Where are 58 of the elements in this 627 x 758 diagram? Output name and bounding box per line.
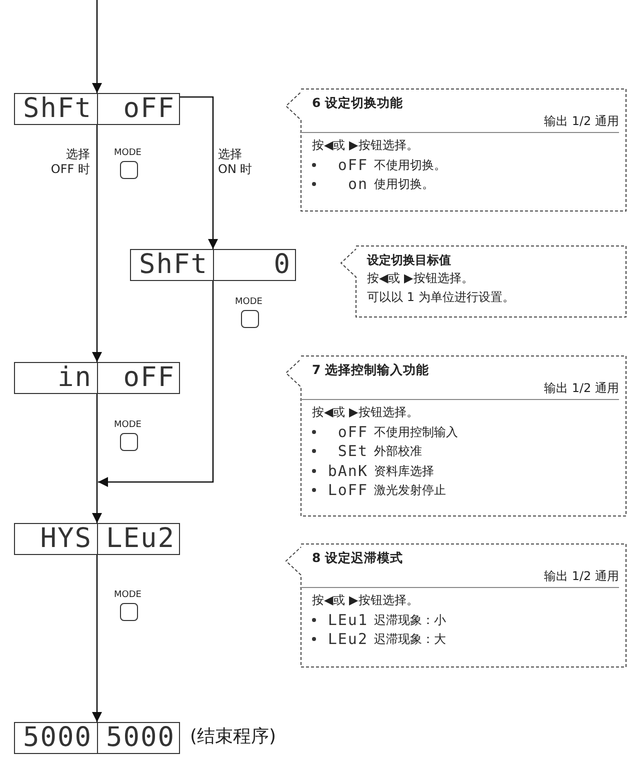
button-label: MODE — [235, 297, 262, 307]
output-note: 输出 1/2 通用 — [544, 568, 619, 585]
lcd-display — [130, 249, 296, 281]
option-text: 外部校准 — [374, 443, 422, 460]
display-text: 5000 — [106, 723, 175, 753]
callout-title: 7 选择控制输入功能 — [312, 361, 430, 379]
display-text: LEu2 — [106, 524, 175, 554]
option-text: 迟滞现象：小 — [374, 612, 446, 629]
arrow — [92, 482, 102, 523]
button-label: MODE — [114, 420, 142, 430]
display-text: on — [348, 175, 368, 194]
display-text: SEt — [338, 442, 368, 460]
callout-box — [285, 88, 627, 212]
display-text: LEu2 — [328, 630, 368, 648]
option-text: 资料库选择 — [374, 462, 434, 480]
display-text: oFF — [123, 94, 175, 124]
instruction-text: 按◀或 ▶按钮选择。 — [367, 270, 474, 287]
callout-title: 8 设定迟滞模式 — [312, 549, 404, 567]
display-text: bAnK — [328, 462, 368, 480]
instruction-text: 按◀或 ▶按钮选择。 — [312, 592, 418, 609]
display-text: oFF — [338, 422, 368, 441]
lcd-display — [14, 523, 180, 555]
arrow — [180, 96, 218, 249]
option-text: 激光发射停止 — [374, 482, 446, 500]
display-text: oFF — [338, 156, 368, 174]
lcd-display — [14, 362, 180, 394]
arrow — [92, 0, 102, 93]
instruction-text: 按◀或 ▶按钮选择。 — [312, 404, 418, 421]
lcd-display — [14, 722, 180, 754]
button-label: MODE — [114, 590, 142, 600]
callout-title: 设定切换目标值 — [367, 252, 451, 269]
lcd-display — [14, 93, 180, 125]
callout-box — [285, 543, 627, 668]
callout-title: 6 设定切换功能 — [312, 94, 404, 112]
display-text: HYS — [40, 524, 92, 554]
display-text: oFF — [123, 363, 175, 393]
output-note: 输出 1/2 通用 — [544, 380, 619, 397]
option-text: 迟滞现象：大 — [374, 631, 446, 648]
display-text: LoFF — [328, 481, 368, 500]
caption-text: (结束程序) — [190, 725, 276, 749]
display-text: 5000 — [22, 723, 92, 753]
button-label: MODE — [114, 148, 142, 158]
display-text: ShFt — [138, 250, 208, 280]
display-text: in — [57, 363, 92, 393]
arrow — [92, 555, 102, 722]
option-text: 不使用控制输入 — [374, 424, 458, 441]
arrow — [98, 281, 214, 487]
callout-box — [340, 245, 627, 318]
display-text: LEu1 — [328, 610, 368, 629]
instruction-text: 按◀或 ▶按钮选择。 — [312, 137, 418, 154]
output-note: 输出 1/2 通用 — [544, 113, 619, 130]
callout-box — [285, 355, 627, 517]
option-text: 不使用切换。 — [374, 156, 446, 174]
display-text: ShFt — [22, 94, 92, 124]
instruction-text: 可以以 1 为单位进行设置。 — [367, 289, 514, 306]
display-text: 0 — [274, 250, 291, 280]
arrow — [92, 125, 102, 362]
option-text: 使用切换。 — [374, 176, 434, 194]
